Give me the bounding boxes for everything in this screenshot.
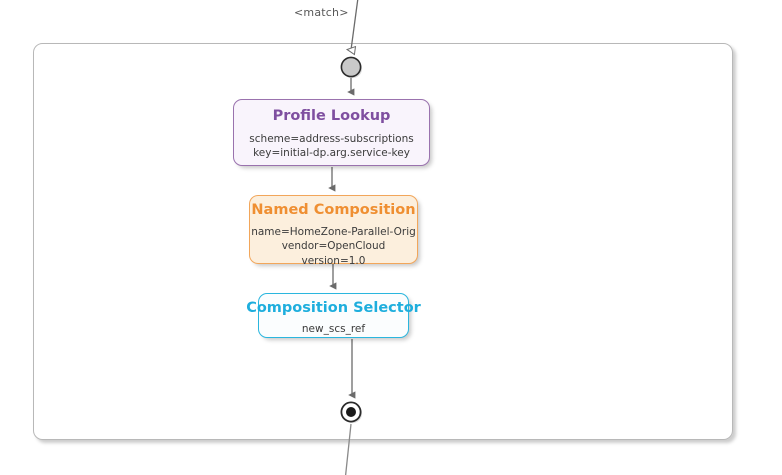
edge-label-match: <match> bbox=[294, 6, 349, 19]
start-node bbox=[340, 56, 363, 79]
edge-end-to-exit bbox=[344, 423, 352, 475]
activity-node-profile-lookup[interactable]: Profile Lookup scheme=address-subscripti… bbox=[233, 99, 430, 166]
profile-lookup-attributes: scheme=address-subscriptions key=initial… bbox=[249, 132, 414, 160]
composition-selector-title: Composition Selector bbox=[246, 300, 421, 316]
end-node bbox=[340, 401, 363, 424]
edge-entry-to-start bbox=[345, 0, 359, 56]
composition-selector-attributes: new_scs_ref bbox=[301, 322, 366, 335]
named-composition-attributes: name=HomeZone-Parallel-Orig vendor=OpenC… bbox=[251, 225, 416, 267]
profile-lookup-title: Profile Lookup bbox=[272, 108, 391, 124]
activity-node-composition-selector[interactable]: Composition Selector new_scs_ref bbox=[246, 293, 421, 338]
named-composition-title: Named Composition bbox=[251, 202, 416, 218]
activity-node-named-composition[interactable]: Named Composition name=HomeZone-Parallel… bbox=[249, 195, 418, 267]
